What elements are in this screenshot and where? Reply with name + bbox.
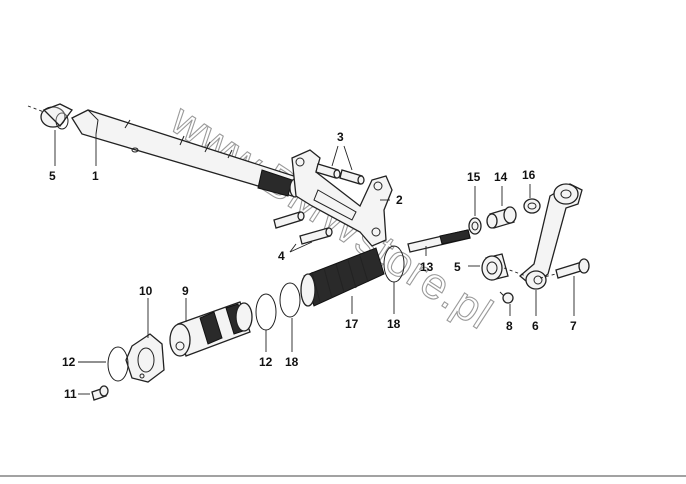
part-ring-18-right (383, 245, 405, 314)
part-main-shaft (71, 109, 301, 198)
part-pins-3 (315, 145, 365, 185)
part-ring-12-left (78, 346, 129, 382)
callout-labels: 5 1 3 2 4 15 14 16 13 5 8 6 7 17 18 10 9… (49, 130, 577, 401)
part-nut-15 (468, 186, 482, 235)
callout-18-right: 18 (387, 317, 401, 331)
callout-7: 7 (570, 319, 577, 333)
callout-6: 6 (532, 319, 539, 333)
callout-5-left: 5 (49, 169, 56, 183)
callout-18-mid: 18 (285, 355, 299, 369)
part-washer-16 (523, 184, 541, 214)
part-ring-18-mid (279, 282, 301, 352)
callout-3: 3 (337, 130, 344, 144)
callout-8: 8 (506, 319, 513, 333)
part-clip-8 (499, 291, 514, 316)
part-bushing-right (468, 253, 527, 281)
part-sleeve-14 (486, 186, 517, 229)
callout-15: 15 (467, 170, 481, 184)
callout-4: 4 (278, 249, 285, 263)
part-screw-11 (78, 385, 109, 401)
part-threaded-rod (407, 229, 471, 256)
part-pins-4 (273, 211, 333, 253)
callout-16: 16 (522, 168, 536, 182)
part-flange-10 (125, 298, 165, 383)
callout-5-right: 5 (454, 260, 461, 274)
part-rubber-boot (300, 247, 385, 314)
part-bracket (291, 149, 393, 247)
callout-13: 13 (420, 260, 434, 274)
callout-14: 14 (494, 170, 508, 184)
part-selector-housing (169, 298, 253, 357)
callout-2: 2 (396, 193, 403, 207)
part-ring-12-mid (255, 293, 277, 352)
callout-12-left: 12 (62, 355, 76, 369)
part-lever-arm (518, 183, 583, 290)
callout-17: 17 (345, 317, 359, 331)
part-bushing-left (27, 103, 73, 130)
callout-10: 10 (139, 284, 153, 298)
part-bolt-7 (539, 258, 590, 316)
callout-1: 1 (92, 169, 99, 183)
callout-12-mid: 12 (259, 355, 273, 369)
callout-9: 9 (182, 284, 189, 298)
callout-11: 11 (64, 387, 77, 401)
